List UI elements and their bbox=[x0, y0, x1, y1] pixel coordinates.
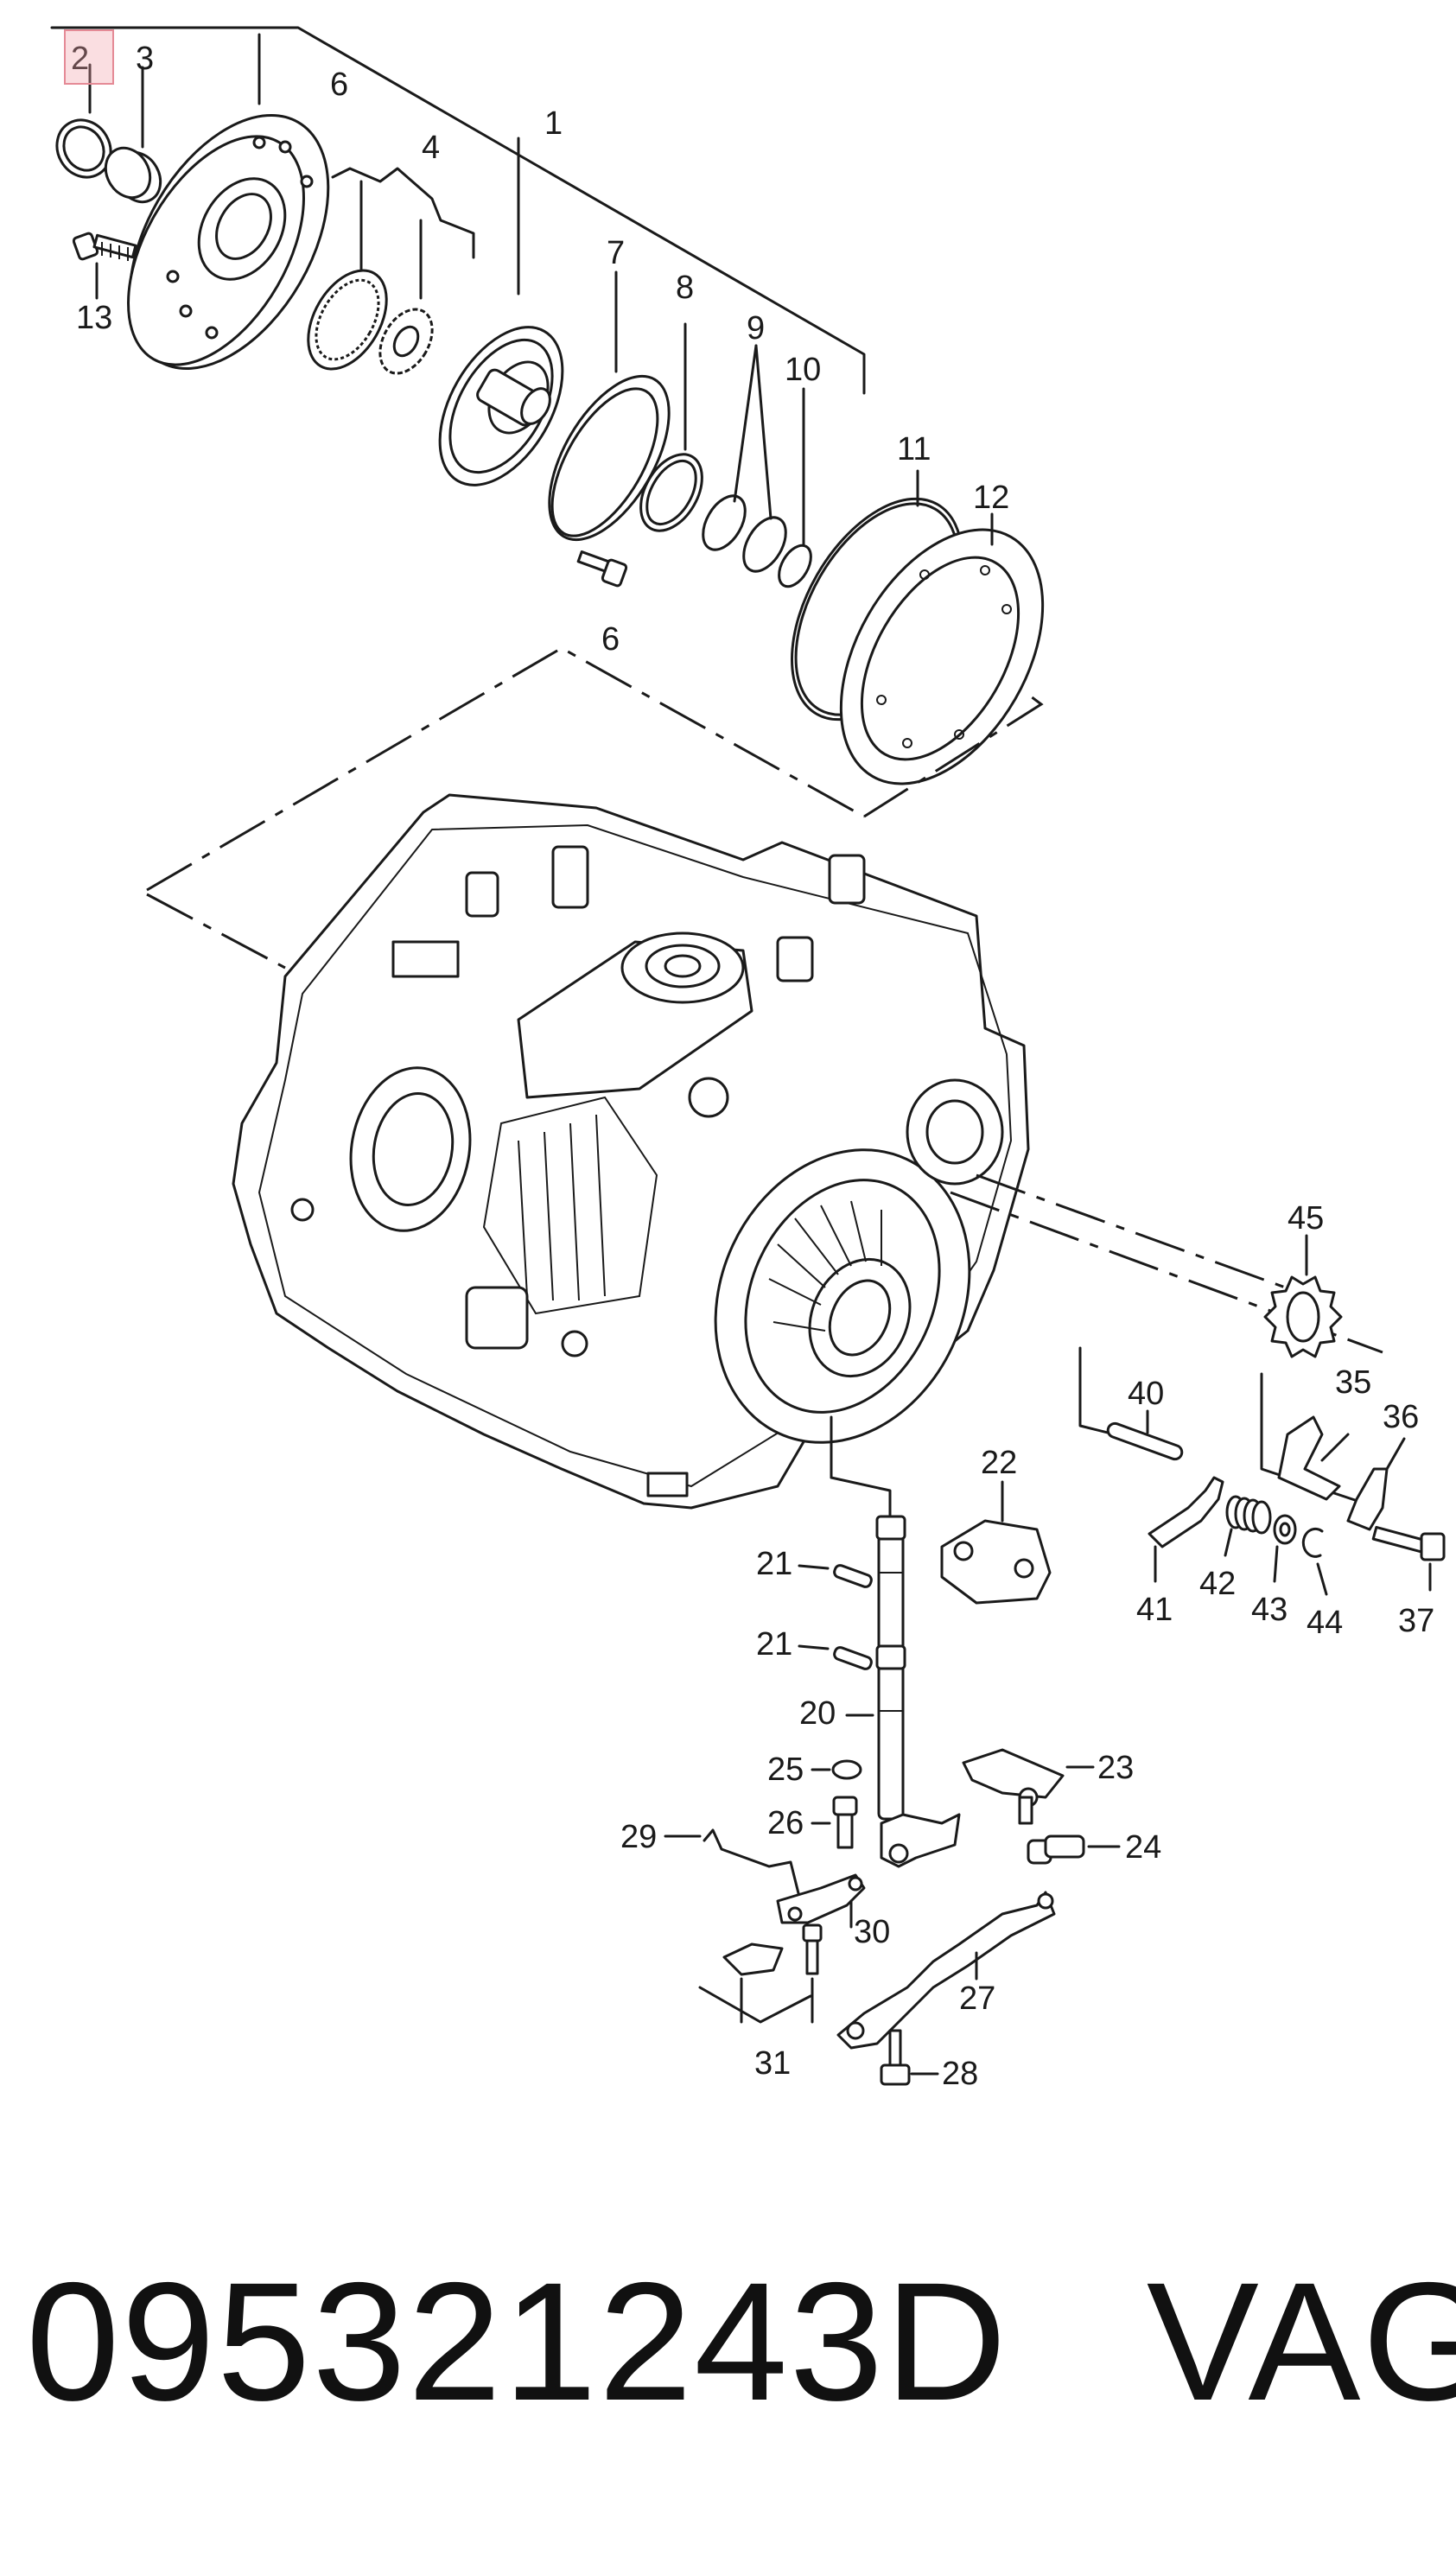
part-21-pin-upper bbox=[833, 1564, 873, 1588]
part-22-bracket bbox=[940, 1519, 1052, 1605]
callout-13: 13 bbox=[76, 300, 112, 336]
part-20-selector-shaft bbox=[875, 1515, 906, 1821]
part-12-gasket bbox=[839, 528, 1045, 785]
part-1-stator-support bbox=[438, 326, 564, 486]
callout-6-bottom: 6 bbox=[601, 621, 620, 658]
part-41-lever bbox=[1148, 1476, 1224, 1548]
callout-10: 10 bbox=[785, 352, 821, 388]
callout-11: 11 bbox=[897, 431, 931, 467]
callout-35: 35 bbox=[1335, 1364, 1371, 1401]
part-26-bolt bbox=[832, 1796, 858, 1849]
part-28-bolt bbox=[880, 2029, 911, 2086]
part-21-pin-lower bbox=[833, 1646, 873, 1670]
callout-9: 9 bbox=[747, 310, 765, 347]
callout-25: 25 bbox=[767, 1752, 804, 1788]
part-13-bolt bbox=[72, 232, 137, 261]
part-2-seal-ring bbox=[55, 118, 112, 179]
callout-44: 44 bbox=[1307, 1605, 1343, 1641]
callout-23: 23 bbox=[1097, 1750, 1134, 1786]
part-25-washer bbox=[831, 1759, 862, 1780]
part-35-lever bbox=[1277, 1415, 1341, 1501]
callout-43: 43 bbox=[1251, 1592, 1288, 1628]
callout-41: 41 bbox=[1136, 1592, 1173, 1628]
callout-30: 30 bbox=[854, 1914, 890, 1950]
callout-40: 40 bbox=[1128, 1376, 1164, 1412]
part-23-lever bbox=[962, 1748, 1065, 1825]
pump-housing bbox=[127, 114, 330, 370]
callout-7: 7 bbox=[607, 235, 625, 271]
callout-1: 1 bbox=[544, 105, 563, 142]
part-10-snap-ring bbox=[778, 544, 812, 588]
part-42-spring bbox=[1225, 1495, 1272, 1535]
part-31-screw bbox=[802, 1923, 823, 1975]
selector-fork-lower bbox=[880, 1813, 961, 1868]
part-8-ring bbox=[639, 453, 703, 532]
callout-42: 42 bbox=[1199, 1566, 1236, 1602]
callout-29: 29 bbox=[620, 1819, 657, 1855]
callout-45: 45 bbox=[1288, 1200, 1324, 1237]
callout-20: 20 bbox=[799, 1695, 836, 1732]
part-40-pin bbox=[1106, 1421, 1184, 1461]
callout-31: 31 bbox=[754, 2045, 791, 2082]
callout-6-top: 6 bbox=[330, 67, 348, 103]
transmission-case bbox=[232, 793, 1030, 1510]
callout-24: 24 bbox=[1125, 1829, 1161, 1866]
callout-22: 22 bbox=[981, 1445, 1017, 1481]
part-6-bolt bbox=[576, 550, 628, 588]
callout-27: 27 bbox=[959, 1981, 995, 2017]
part-45-sprocket bbox=[1263, 1275, 1343, 1358]
highlight-box bbox=[64, 29, 114, 85]
part-9-circlips bbox=[702, 494, 787, 573]
part-43-washer bbox=[1273, 1514, 1297, 1545]
part-4-gear-set bbox=[307, 269, 434, 375]
brand-name: VAG bbox=[1146, 2248, 1456, 2436]
callout-36: 36 bbox=[1383, 1399, 1419, 1435]
callout-37: 37 bbox=[1398, 1603, 1434, 1639]
part-31-cap bbox=[722, 1942, 784, 1976]
callout-21-upper: 21 bbox=[756, 1546, 792, 1582]
callout-21-lower: 21 bbox=[756, 1626, 792, 1663]
callout-4: 4 bbox=[422, 130, 440, 166]
callout-8: 8 bbox=[676, 270, 694, 306]
callout-2: 2 bbox=[71, 41, 89, 77]
part-37-bolt bbox=[1371, 1525, 1446, 1561]
part-44-clip bbox=[1301, 1527, 1324, 1558]
callout-28: 28 bbox=[942, 2056, 978, 2092]
part-36-bracket bbox=[1346, 1467, 1389, 1531]
part-24-connector bbox=[1027, 1834, 1085, 1865]
callout-3: 3 bbox=[136, 41, 154, 77]
part-caption: 095321243D VAG bbox=[26, 2248, 1456, 2436]
callout-26: 26 bbox=[767, 1805, 804, 1841]
callout-12: 12 bbox=[973, 480, 1009, 516]
part-30-lever bbox=[776, 1873, 866, 1924]
part-number: 095321243D bbox=[26, 2248, 1008, 2436]
part-3-bushing bbox=[104, 146, 162, 204]
